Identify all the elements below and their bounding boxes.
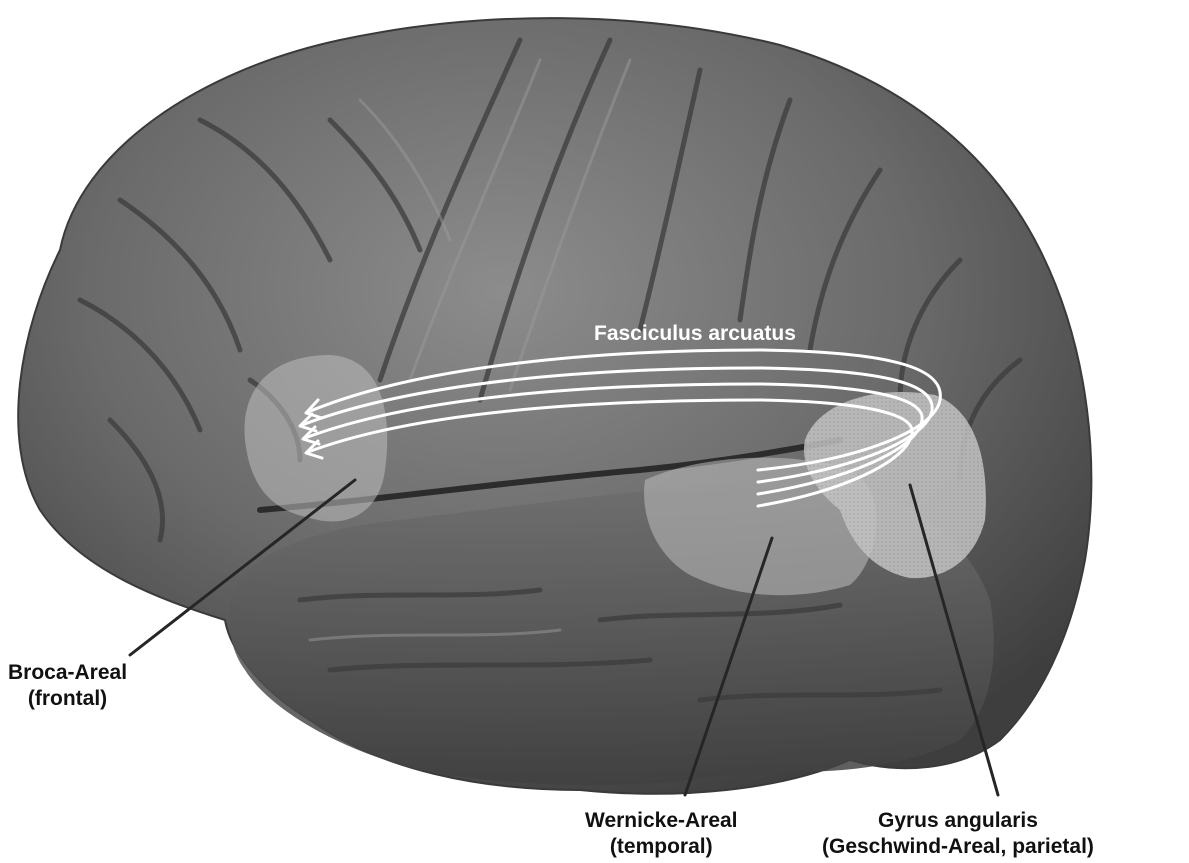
fasciculus-label: Fasciculus arcuatus bbox=[594, 321, 796, 347]
broca-label: Broca-Areal (frontal) bbox=[8, 660, 127, 712]
broca-label-line1: Broca-Areal bbox=[8, 660, 127, 686]
gyrus-label: Gyrus angularis (Geschwind-Areal, pariet… bbox=[822, 808, 1094, 860]
broca-label-line2: (frontal) bbox=[8, 686, 127, 712]
gyrus-label-line2: (Geschwind-Areal, parietal) bbox=[822, 834, 1094, 860]
fasciculus-label-text: Fasciculus arcuatus bbox=[594, 322, 796, 345]
wernicke-label-line1: Wernicke-Areal bbox=[585, 808, 738, 834]
wernicke-label-line2: (temporal) bbox=[585, 834, 738, 860]
gyrus-label-line1: Gyrus angularis bbox=[822, 808, 1094, 834]
wernicke-label: Wernicke-Areal (temporal) bbox=[585, 808, 738, 860]
